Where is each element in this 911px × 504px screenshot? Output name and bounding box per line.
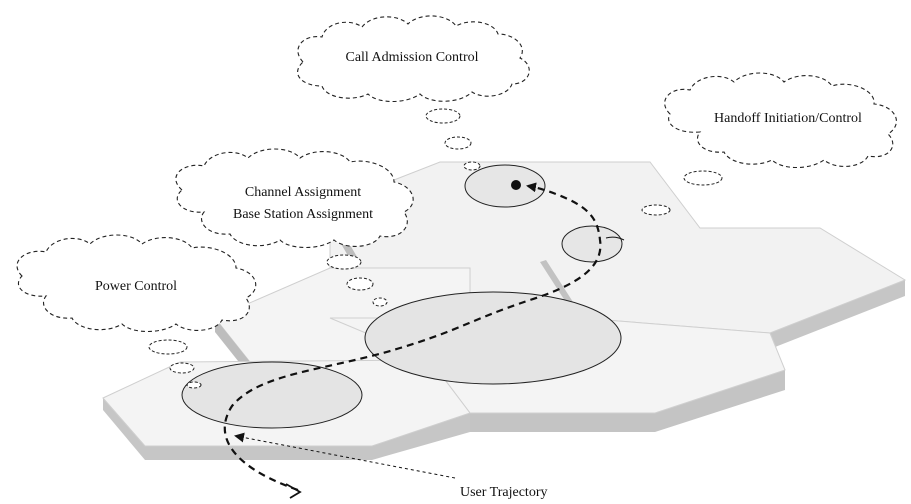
thought-bubble — [169, 362, 195, 374]
cloud-handoff: Handoff Initiation/Control — [641, 72, 897, 216]
cloud-power-outline — [16, 234, 257, 333]
coverage-ellipse-large — [364, 291, 622, 385]
middle-platform-side — [470, 370, 785, 432]
trajectory-label: User Trajectory — [460, 485, 548, 500]
cloud-power-control: Power Control — [16, 234, 257, 389]
thought-bubble — [641, 204, 671, 216]
trajectory-start-arrow — [285, 483, 302, 499]
cloud-call-admission: Call Admission Control — [297, 15, 530, 171]
thought-bubble — [444, 136, 472, 150]
coverage-areas — [181, 164, 623, 429]
coverage-ellipse-left — [181, 361, 363, 429]
cloud-channel-label-2: Base Station Assignment — [233, 207, 373, 222]
cloud-handoff-label: Handoff Initiation/Control — [714, 111, 862, 126]
user-trajectory: User Trajectory — [223, 182, 625, 500]
thought-bubble — [372, 297, 388, 307]
thought-bubble — [463, 161, 481, 171]
thought-bubble — [425, 108, 461, 124]
cloud-channel-label-1: Channel Assignment — [245, 185, 361, 200]
cloud-power-label: Power Control — [95, 279, 177, 294]
thought-bubble — [148, 339, 188, 355]
thought-bubble — [683, 170, 723, 186]
thought-bubble — [346, 277, 374, 291]
mobile-user-dot — [511, 180, 521, 190]
thought-bubble — [186, 381, 202, 389]
front-platform-side — [103, 398, 470, 460]
pointer-hook — [605, 236, 625, 241]
cloud-call-admission-label: Call Admission Control — [345, 50, 478, 65]
cloud-channel-outline — [175, 148, 414, 249]
thought-bubble — [326, 254, 362, 270]
trajectory-pointer — [234, 432, 456, 479]
user-trajectory-path — [223, 182, 602, 492]
coverage-ellipse-small-right — [561, 225, 623, 263]
coverage-ellipse-top — [464, 164, 546, 208]
cloud-call-admission-outline — [297, 15, 530, 103]
cloud-handoff-outline — [664, 72, 897, 169]
back-platform-side — [770, 280, 905, 349]
cloud-channel-assignment: Channel Assignment Base Station Assignme… — [175, 148, 414, 307]
